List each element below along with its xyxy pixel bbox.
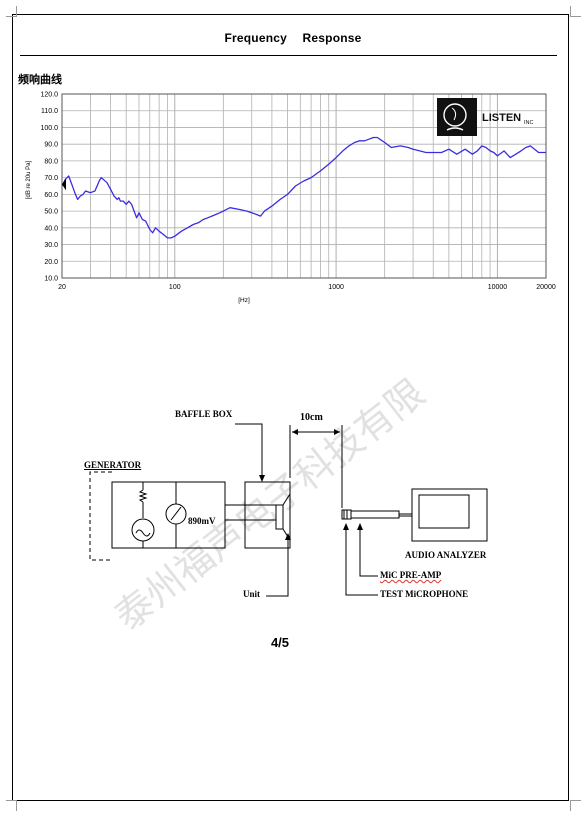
distance-label: 10cm [300, 412, 323, 423]
frequency-response-chart: 120.0 110.0 100.0 90.0 80.0 70.0 60.0 50.0 40.0 3… [26, 92, 556, 305]
chart-y-tick-label: 10.0 [44, 276, 58, 283]
audio-analyzer-label: AUDIO ANALYZER [405, 550, 487, 560]
listen-logo-neck [446, 127, 464, 131]
listen-logo-suffix: INC [524, 120, 534, 126]
voltage-label: 890mV [188, 516, 216, 526]
chart-start-marker [62, 178, 66, 191]
crop-mark [6, 6, 17, 17]
chart-x-tick-label: 10000 [488, 284, 508, 291]
chart-y-tick-label: 80.0 [44, 158, 58, 165]
title-word-response: Response [302, 31, 362, 45]
chart-series-line [61, 136, 546, 239]
title-rule [20, 55, 557, 56]
section-label: 频响曲线 [18, 73, 62, 86]
crop-mark [570, 6, 581, 17]
listen-logo-text: LISTEN [482, 112, 521, 124]
chart-y-tick-label: 30.0 [44, 242, 58, 249]
chart-x-tick-label: 20 [58, 284, 66, 291]
mic-preamp-label: MiC PRE-AMP [380, 570, 442, 580]
title-word-frequency: Frequency [224, 31, 287, 45]
chart-y-tick-label: 120.0 [40, 92, 58, 99]
chart-y-axis-label: [dB re 20u Pa] [26, 160, 32, 199]
chart-y-tick-label: 110.0 [41, 108, 58, 115]
chart-y-tick-label: 70.0 [44, 175, 58, 182]
listen-logo-head [443, 103, 467, 127]
chart-y-tick-label: 50.0 [44, 209, 58, 216]
unit-label: Unit [243, 589, 261, 599]
chart-x-tick-label: 20000 [536, 284, 556, 291]
page-number: 4/5 [270, 635, 290, 650]
test-microphone-label: TEST MiCROPHONE [380, 589, 469, 599]
chart-y-tick-label: 20.0 [44, 259, 58, 266]
listen-logo-ear [451, 107, 457, 121]
chart-y-tick-label: 40.0 [44, 225, 58, 232]
page-title: Frequency Response [0, 31, 586, 45]
chart-x-axis-label: [Hz] [238, 297, 250, 304]
page-border [12, 14, 569, 801]
chart-y-tick-label: 100.0 [40, 125, 58, 132]
baffle-box-label: BAFFLE BOX [175, 409, 233, 419]
crop-mark [570, 800, 581, 811]
generator-label: GENERATOR [84, 460, 142, 470]
chart-y-tick-label: 90.0 [44, 142, 58, 149]
crop-mark [6, 800, 17, 811]
chart-x-tick-label: 1000 [328, 284, 344, 291]
chart-y-tick-label: 60.0 [44, 192, 58, 199]
chart-x-tick-label: 100 [169, 284, 181, 291]
